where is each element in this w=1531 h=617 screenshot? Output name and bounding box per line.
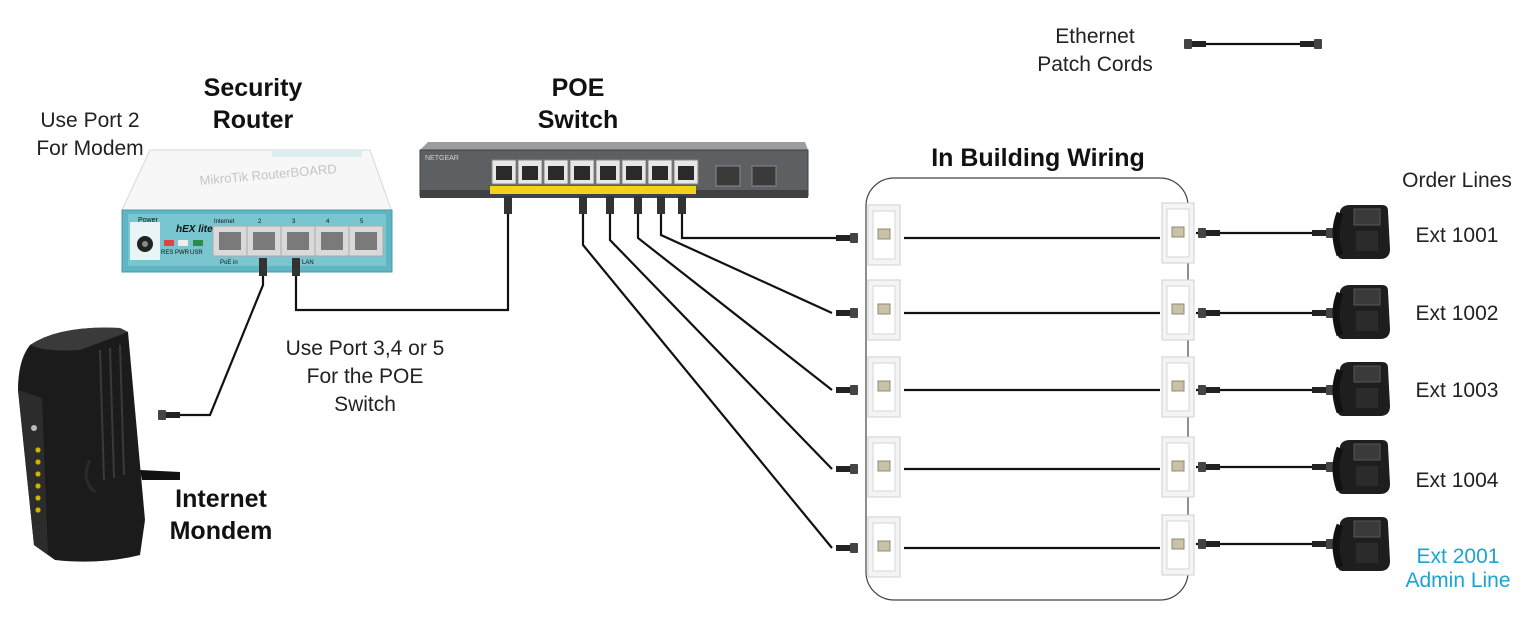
order-lines-label: Order Lines: [1402, 169, 1512, 192]
router-port-internet: Internet: [214, 219, 235, 225]
legend-label-line1: Ethernet: [1055, 25, 1135, 48]
router-port-2: 2: [258, 219, 262, 225]
ext-1002-label: Ext 1002: [1415, 302, 1499, 325]
router-model-text: hEX lite: [176, 224, 213, 235]
poe-switch-image: NETGEAR: [419, 142, 809, 198]
legend-label: Ethernet Patch Cords: [1020, 23, 1170, 79]
router-port-3: 3: [292, 219, 296, 225]
wall-jacks-left: [867, 204, 901, 578]
ext-1004-label: Ext 1004: [1415, 469, 1499, 492]
switch-port-note-line1: Use Port 3,4 or 5: [285, 337, 445, 360]
internet-modem-label-line1: Internet: [175, 485, 267, 513]
ext-2001-label: Ext 2001 Admin Line: [1392, 545, 1524, 593]
switch-port-note-line3: Switch: [334, 393, 396, 416]
switch-port-note: Use Port 3,4 or 5 For the POE Switch: [270, 335, 460, 419]
switch-port-note-line2: For the POE: [306, 365, 424, 388]
patch-cables: [180, 42, 1335, 550]
security-router-label-line2: Router: [212, 106, 294, 134]
router-port-note: Use Port 2 For Modem: [20, 107, 160, 163]
poe-switch-label-line1: POE: [551, 74, 605, 102]
ext-2001-number: Ext 2001: [1416, 545, 1500, 568]
cable-connectors: [158, 39, 1334, 553]
router-led-usr: USR: [190, 250, 203, 256]
router-poe-in-text: PoE in: [220, 260, 238, 266]
security-router-label-line1: Security: [203, 74, 303, 102]
router-port-5: 5: [360, 219, 364, 225]
internet-modem-label: Internet Mondem: [158, 483, 284, 547]
poe-switch-label: POE Switch: [528, 72, 628, 136]
internet-modem-label-line2: Mondem: [169, 517, 273, 545]
router-power-text: Power: [138, 217, 159, 224]
router-port-4: 4: [326, 219, 330, 225]
ip-phones: [1336, 205, 1390, 571]
security-router-image: MikroTik RouterBOARD Power hEX lite Inte…: [121, 149, 393, 273]
ext-2001-admin-line: Admin Line: [1405, 569, 1511, 592]
ext-1001-label: Ext 1001: [1415, 224, 1499, 247]
in-building-wiring-label: In Building Wiring: [931, 144, 1145, 172]
router-lan-text: LAN: [302, 260, 314, 266]
legend-label-line2: Patch Cords: [1037, 53, 1153, 76]
switch-brand-text: NETGEAR: [425, 155, 459, 162]
wall-jacks-right: [1161, 202, 1195, 576]
ext-1003-label: Ext 1003: [1415, 379, 1499, 402]
router-led-res: RES: [161, 250, 173, 256]
router-led-pwr: PWR: [175, 250, 190, 256]
poe-switch-label-line2: Switch: [537, 106, 619, 134]
router-port-note-line1: Use Port 2: [40, 109, 140, 132]
security-router-label: Security Router: [192, 72, 314, 136]
internet-modem-image: [18, 327, 180, 562]
router-port-note-line2: For Modem: [36, 137, 144, 160]
